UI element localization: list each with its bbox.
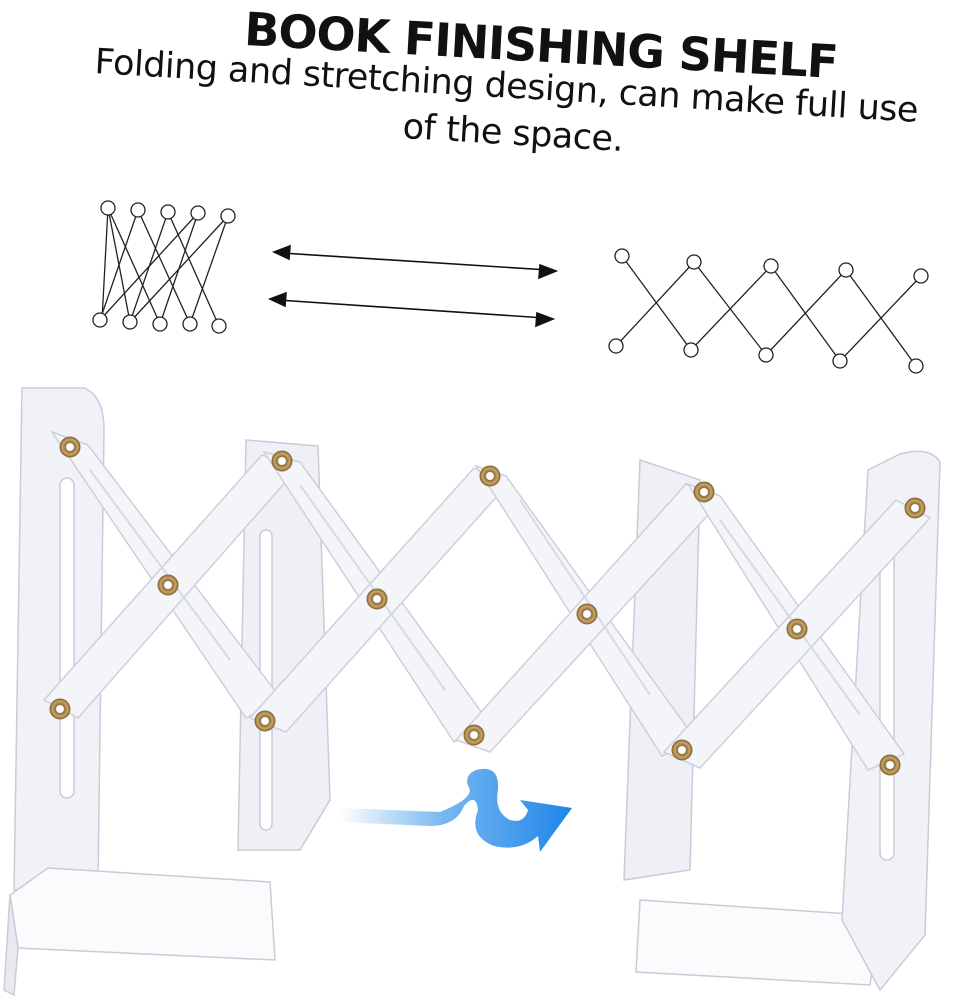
double-arrow-bottom-icon <box>267 291 556 328</box>
expanded-linkage-diagram <box>608 248 929 374</box>
right-base <box>635 899 881 986</box>
blue-wavy-arrow-icon <box>340 768 572 852</box>
rivets <box>49 436 926 776</box>
folded-linkage-diagram <box>92 200 236 334</box>
bookend-shelf <box>3 387 941 997</box>
double-arrow-top-icon <box>271 244 559 280</box>
left-base <box>9 867 276 961</box>
left-upright <box>13 387 105 891</box>
